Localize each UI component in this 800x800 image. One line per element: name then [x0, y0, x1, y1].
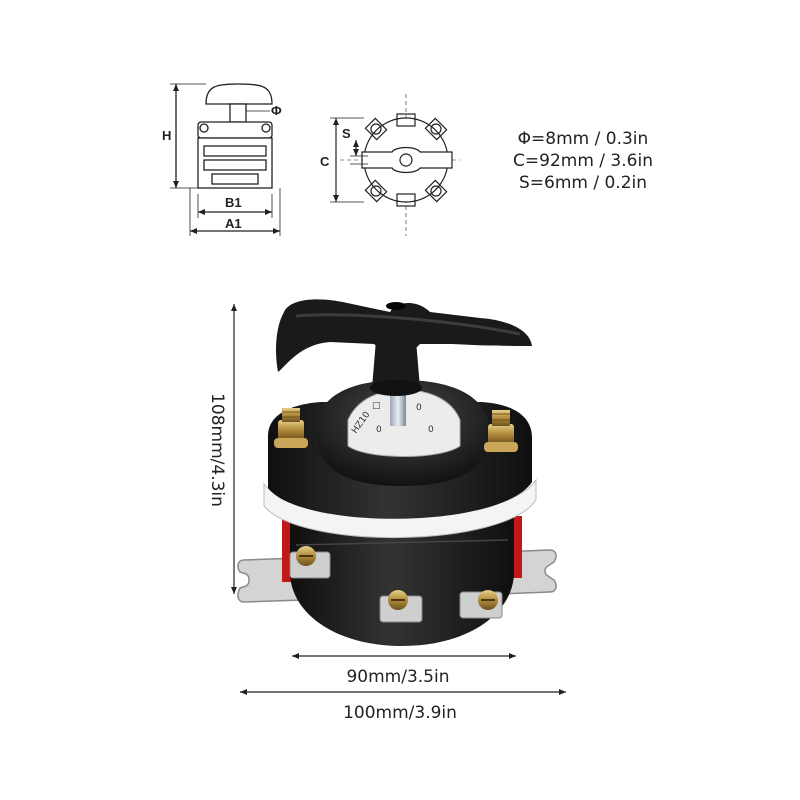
svg-text:0: 0 — [376, 425, 382, 435]
side-view-shaft — [229, 103, 247, 123]
spec-c: C=92mm / 3.6in — [513, 151, 653, 171]
spec-s: S=6mm / 0.2in — [518, 173, 648, 193]
front-view-terminals — [364, 113, 448, 207]
label-s: S — [342, 126, 351, 141]
knob-handle — [276, 299, 532, 372]
terminal-screw-top-left — [274, 408, 308, 448]
svg-text:0: 0 — [416, 403, 422, 413]
terminal-screw-bottom-center — [379, 590, 423, 623]
terminal-screw-bottom-left — [289, 546, 331, 579]
spec-phi: Φ=8mm / 0.3in — [517, 129, 649, 149]
rotary-switch-product: HZ10 □ 0 0 0 — [237, 299, 557, 646]
label-c: C — [320, 154, 330, 169]
height-dimension-label: 108mm/4.3in — [207, 393, 227, 507]
front-view-drawing — [330, 94, 460, 236]
label-h: H — [162, 128, 171, 143]
inner-width-dimension-label: 90mm/3.5in — [346, 667, 449, 687]
side-view-upper-body — [197, 121, 273, 139]
label-phi: Φ — [271, 103, 282, 118]
outer-width-dimension-label: 100mm/3.9in — [343, 703, 457, 723]
label-b1: B1 — [225, 195, 242, 210]
spec-list: Φ=8mm / 0.3in C=92mm / 3.6in S=6mm / 0.2… — [468, 128, 698, 194]
knob-neck — [372, 340, 420, 388]
svg-text:□: □ — [372, 401, 381, 411]
front-view-handle — [361, 146, 453, 174]
terminal-screw-bottom-right — [459, 590, 503, 619]
dimension-lines — [231, 304, 566, 695]
side-view-drawing — [170, 83, 281, 236]
terminal-screw-top-right — [484, 410, 518, 452]
svg-text:0: 0 — [428, 425, 434, 435]
label-a1: A1 — [225, 216, 242, 231]
side-view-knob — [205, 83, 273, 105]
